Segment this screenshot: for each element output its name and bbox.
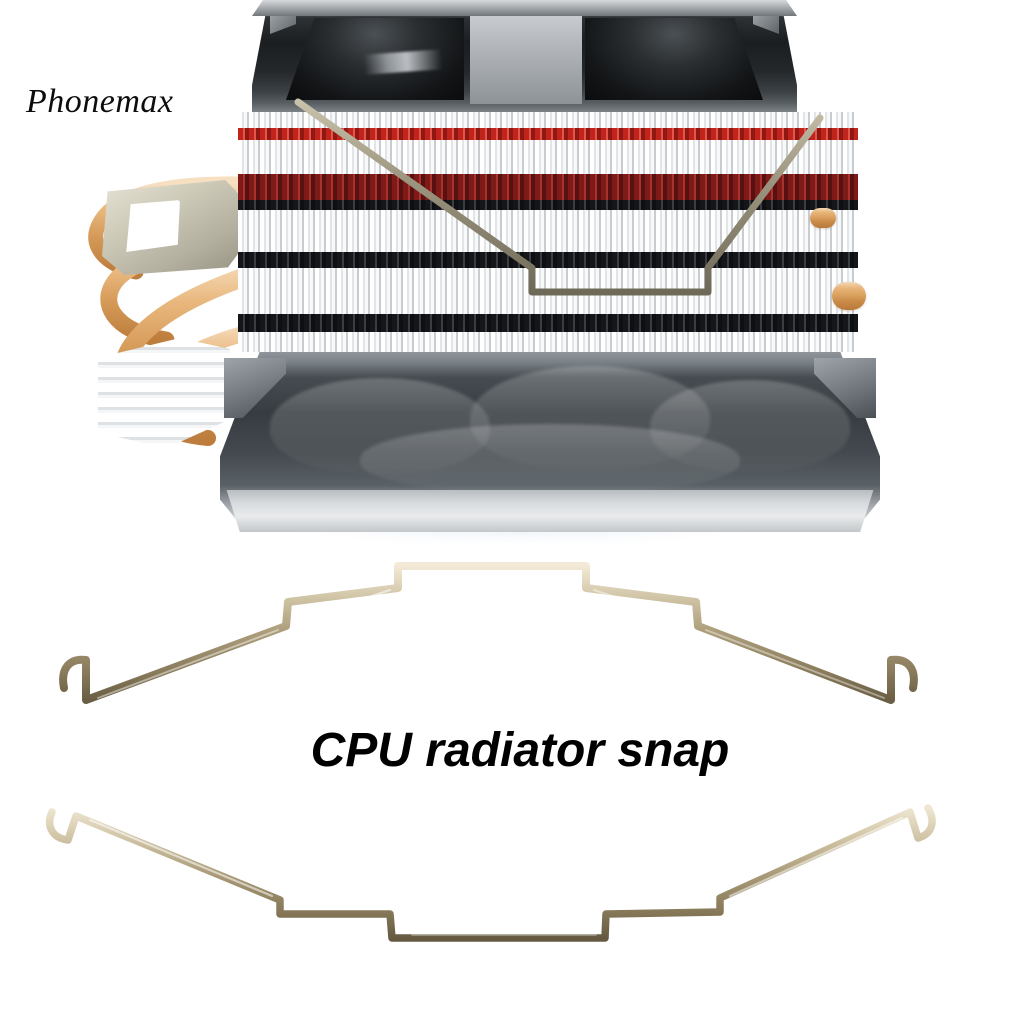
fin-stack bbox=[238, 112, 858, 360]
fin-row-shadow bbox=[238, 314, 858, 332]
bottom-fan bbox=[220, 352, 880, 532]
snap-clip-lower bbox=[45, 804, 936, 942]
top-fan bbox=[252, 0, 797, 112]
fin-row bbox=[238, 332, 858, 352]
mounting-bracket-hole bbox=[126, 200, 180, 252]
installed-snap-clip bbox=[294, 98, 824, 296]
watermark-phonemax: Phonemax bbox=[26, 83, 174, 120]
fin-row-shadow bbox=[238, 200, 858, 210]
fin-row bbox=[238, 112, 858, 128]
top-fan-cavity-right bbox=[585, 18, 763, 100]
fin-row bbox=[238, 210, 858, 252]
top-fan-hub bbox=[470, 14, 582, 104]
fin-row bbox=[238, 140, 858, 174]
bottom-fan-blade bbox=[650, 380, 850, 472]
product-caption: CPU radiator snap bbox=[310, 724, 730, 777]
bottom-fan-blade bbox=[270, 378, 490, 474]
fin-row-core bbox=[238, 174, 858, 200]
heat-pipe-end bbox=[832, 282, 866, 310]
top-fan-frame-rail bbox=[252, 0, 797, 16]
bottom-fan-blade bbox=[360, 424, 740, 494]
bottom-fan-blade bbox=[470, 366, 710, 470]
heat-pipe-end bbox=[810, 208, 836, 228]
fin-row-core bbox=[238, 128, 858, 140]
bottom-fan-front-lip bbox=[226, 490, 874, 532]
cpu-cooler-assembly bbox=[40, 0, 900, 560]
snap-clip-upper bbox=[59, 562, 918, 704]
fin-row-shadow bbox=[238, 252, 858, 268]
